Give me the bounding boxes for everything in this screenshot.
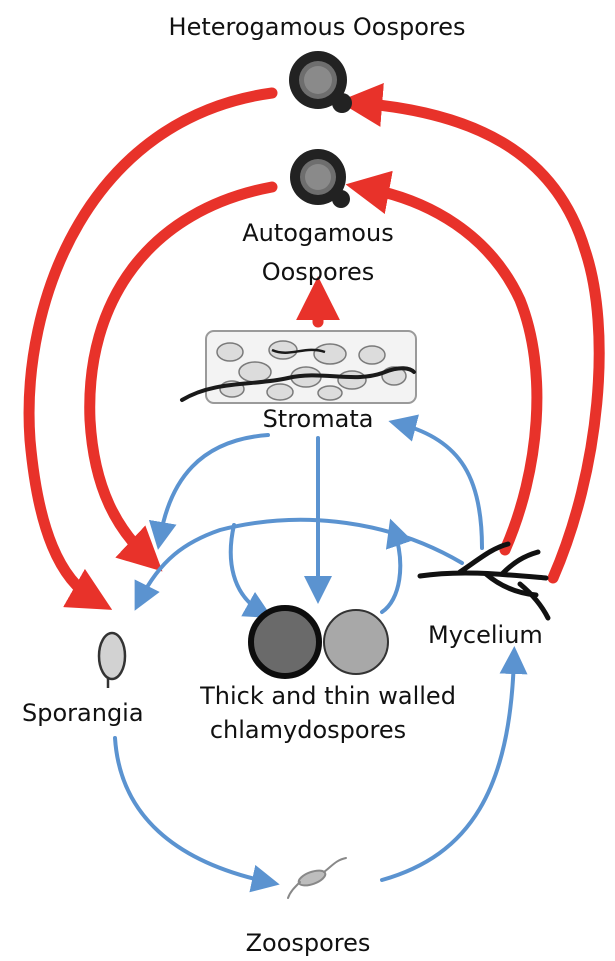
stromata-icon (182, 331, 416, 403)
arrow-mycelium-to-sporangia (140, 520, 462, 600)
arrow-mycelium-to-stromata (400, 424, 482, 548)
heterogamous-oospore-icon (289, 51, 352, 113)
thin-walled-chlamydospore-icon (324, 610, 388, 674)
thick-walled-chlamydospore-icon (251, 608, 319, 676)
stromata-label: Stromata (228, 405, 408, 433)
arrow-to-thick-chlamydospore (231, 525, 262, 612)
mycelium-label: Mycelium (428, 621, 543, 649)
arrow-chlamydospore-to-mycelium (382, 530, 400, 612)
autogamous-oospores-label-line1: Autogamous (218, 219, 418, 247)
mycelium-icon (420, 544, 548, 618)
sporangium-icon (99, 633, 125, 688)
chlamydospores-label-line2: chlamydospores (178, 716, 438, 744)
sporangia-label: Sporangia (22, 699, 144, 727)
arrow-sporangia-to-zoospores (115, 738, 268, 882)
autogamous-oospore-icon (290, 149, 350, 208)
zoospore-icon (288, 858, 346, 898)
zoospores-label: Zoospores (208, 929, 408, 957)
chlamydospores-label-line1: Thick and thin walled (178, 682, 478, 710)
heterogamous-oospores-label: Heterogamous Oospores (147, 13, 487, 41)
autogamous-oospores-label-line2: Oospores (218, 258, 418, 286)
